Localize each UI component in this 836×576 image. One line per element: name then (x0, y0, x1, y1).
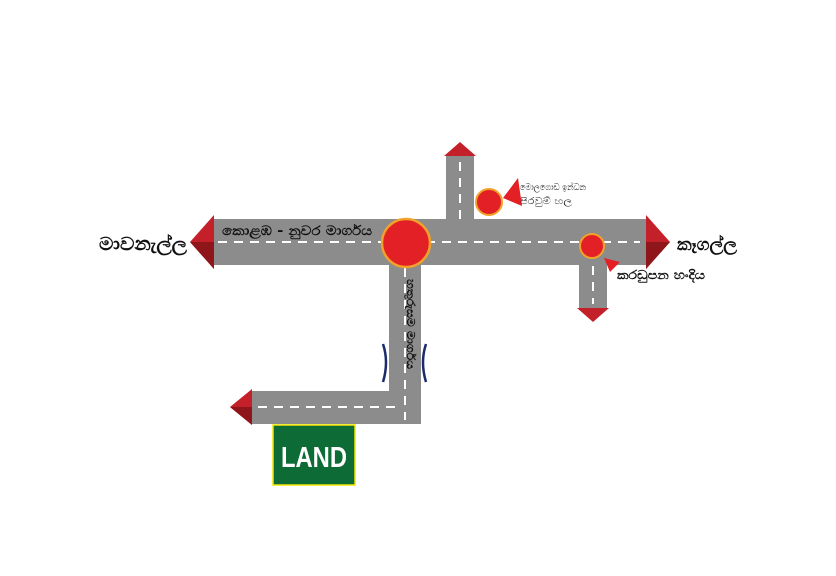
junction-pointer-icon (604, 258, 620, 272)
land-box (272, 424, 356, 486)
side-road-label: හතුරුසම මාර්ගය (403, 279, 418, 369)
fuel-station-label-line2: පිරවුම් හල (520, 196, 572, 207)
fuel-station-label-line1: මොලගොඩ ඉන්ධන (520, 182, 586, 193)
land-label: LAND (281, 442, 347, 474)
location-markers (380, 178, 620, 272)
bridge-left-bracket-icon (381, 343, 388, 383)
east-arrow-shade-icon (646, 242, 670, 269)
land-plot: LAND (272, 424, 356, 486)
junction-marker-icon (579, 233, 605, 259)
bridge-bracket-icon (381, 343, 428, 383)
east-town-label: කෑගල්ල (677, 234, 737, 256)
main-road-label: කොළඹ - නුවර මාර්ගය (222, 223, 373, 240)
north-arrow-icon (444, 142, 476, 156)
lane-markings (218, 162, 640, 420)
roads (212, 156, 646, 424)
land-west-arrow-shade-icon (230, 407, 252, 425)
road-end-arrows (190, 142, 670, 425)
main-junction-marker-icon (380, 217, 432, 269)
junction-south-arrow-icon (577, 308, 609, 322)
west-town-label: මාවනැල්ල (99, 233, 187, 256)
junction-label: කරඩුපන හංදිය (616, 268, 706, 284)
west-arrow-shade-icon (190, 242, 214, 269)
fuel-station-pointer-icon (503, 178, 522, 206)
fuel-station-marker-icon (475, 188, 503, 216)
bridge-right-bracket-icon (421, 343, 428, 383)
